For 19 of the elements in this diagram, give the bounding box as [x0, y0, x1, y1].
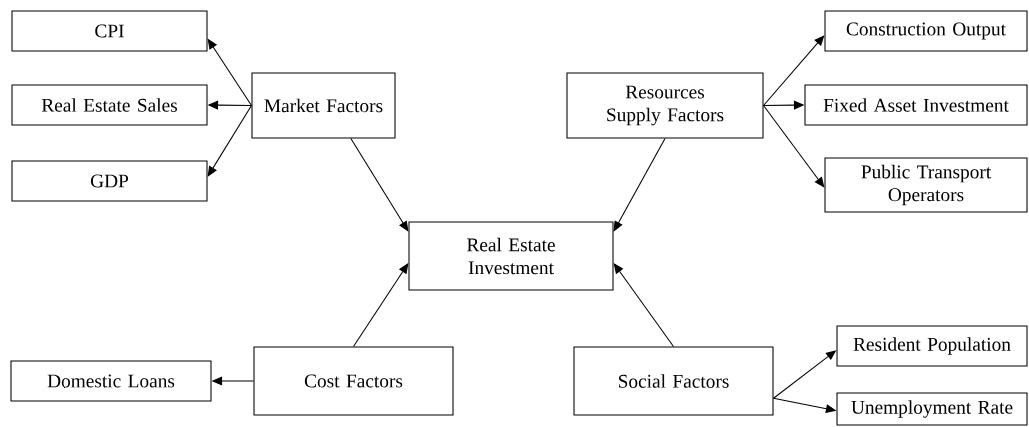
- factor-box: Real Estate Sales: [11, 84, 208, 126]
- arrow: [763, 104, 825, 188]
- factor-box: Social Factors: [573, 346, 774, 416]
- factor-box: Domestic Loans: [10, 360, 212, 402]
- arrow: [613, 138, 666, 232]
- factor-box: CPI: [11, 10, 208, 52]
- factor-box: Fixed Asset Investment: [804, 84, 1028, 126]
- factor-box: Resident Population: [836, 325, 1028, 367]
- factor-box: Resources Supply Factors: [566, 72, 764, 139]
- factor-box: Unemployment Rate: [836, 392, 1028, 426]
- factor-box: Real Estate Investment: [408, 221, 614, 291]
- arrow: [207, 104, 252, 177]
- factor-box: Public Transport Operators: [824, 157, 1028, 213]
- factor-box: Construction Output: [824, 10, 1028, 52]
- factor-box: GDP: [11, 160, 208, 202]
- arrow: [763, 35, 825, 107]
- factor-box: Cost Factors: [253, 346, 454, 416]
- arrow: [350, 138, 409, 232]
- factor-box: Market Factors: [251, 72, 396, 139]
